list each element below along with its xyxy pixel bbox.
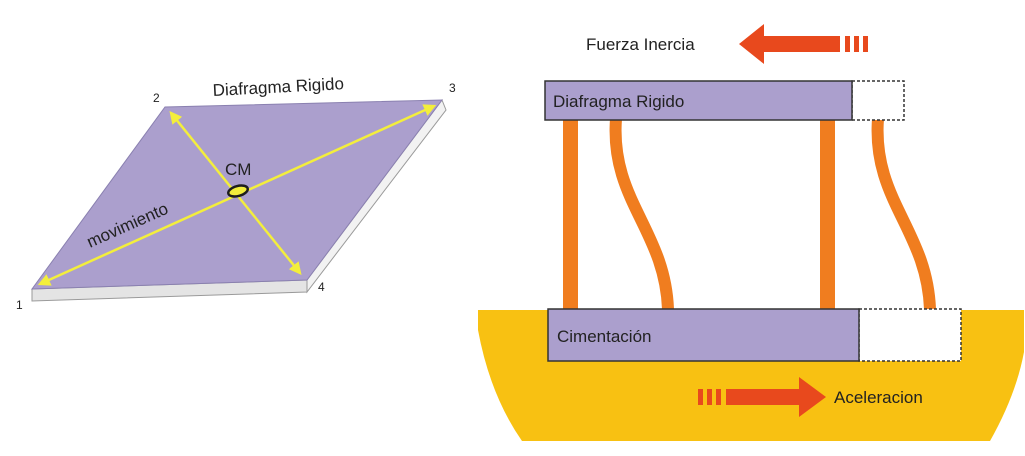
top-rigid-diaphragm (544, 80, 853, 121)
acceleration-label: Aceleracion (834, 388, 923, 407)
column-right-deformed (871, 118, 936, 310)
foundation-label: Cimentación (557, 327, 652, 346)
corner-label-1: 1 (16, 298, 23, 312)
acceleration-arrow-icon (698, 377, 826, 417)
center-of-mass-marker (227, 184, 249, 198)
column-right-straight (820, 119, 835, 309)
corner-label-3: 3 (449, 81, 456, 95)
corner-label-2: 2 (153, 91, 160, 105)
corner-label-4: 4 (318, 280, 325, 294)
top-slab-displaced-outline (851, 80, 905, 121)
left-diagram: Diafragma Rigido CM movimiento 1 2 3 4 (16, 74, 456, 312)
column-left-deformed (609, 118, 674, 310)
inertia-force-arrow-icon (739, 24, 868, 64)
center-of-mass-label: CM (225, 160, 251, 179)
foundation (547, 308, 860, 362)
top-slab-label: Diafragma Rigido (553, 92, 684, 111)
left-diaphragm-title: Diafragma Rigido (212, 74, 344, 100)
column-left-straight (563, 119, 578, 309)
foundation-displaced-outline (858, 308, 962, 362)
inertia-force-label: Fuerza Inercia (586, 35, 695, 54)
right-diagram: Diafragma Rigido Cimentación Fuerza Iner… (478, 24, 1024, 441)
